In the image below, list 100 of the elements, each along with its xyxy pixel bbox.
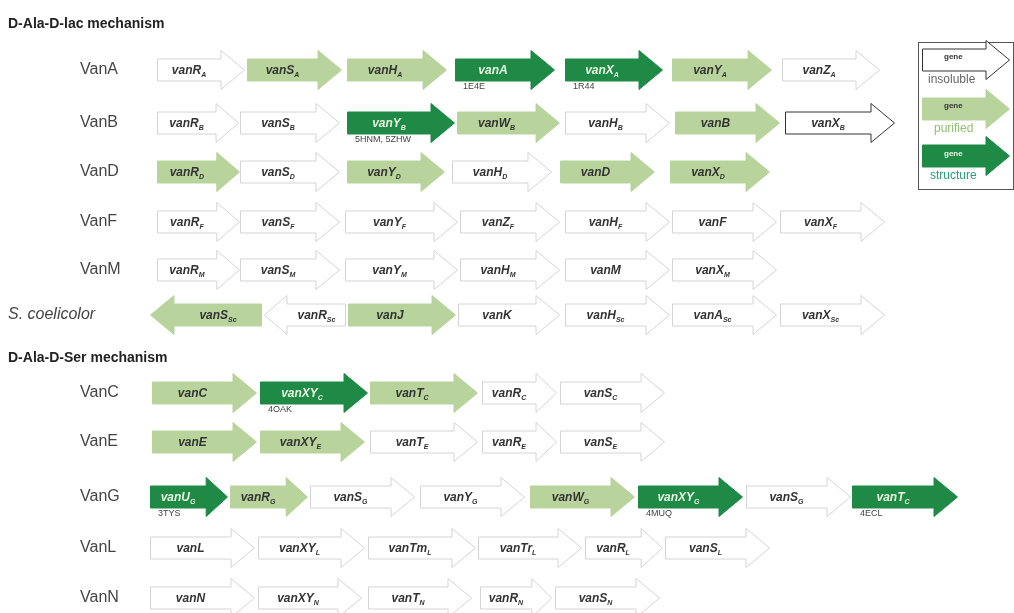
- gene-name: vanH$_{D}$: [471, 164, 509, 181]
- gene-name: vanR$_{C}$: [490, 385, 528, 402]
- gene-name: vanX$_{F}$: [803, 214, 838, 231]
- gene-name: vanY$_{G}$: [442, 489, 479, 506]
- gene-name: vanH$_{Sc}$: [585, 307, 626, 324]
- gene-name: vanB: [699, 115, 732, 132]
- gene-block: [780, 202, 885, 242]
- gene-block: [665, 528, 770, 568]
- gene-block: [480, 578, 552, 613]
- section-heading: D-Ala-D-Ser mechanism: [8, 349, 168, 365]
- gene-name: vanJ: [375, 307, 405, 324]
- gene-block: [852, 477, 958, 517]
- gene-name: vanXY$_{N}$: [276, 590, 320, 607]
- gene-block: [458, 295, 560, 335]
- gene-block: [368, 528, 476, 568]
- gene-name: vanS$_{E}$: [582, 434, 619, 451]
- gene-block: [565, 250, 670, 290]
- gene-name: vanR$_{N}$: [487, 590, 525, 607]
- row-label: VanG: [80, 487, 120, 505]
- row-label: VanA: [80, 60, 118, 78]
- row-label: VanN: [80, 588, 119, 606]
- gene-name: vanX$_{A}$: [584, 62, 620, 79]
- gene-block: [482, 373, 557, 413]
- gene-name: vanR$_{Sc}$: [296, 307, 337, 324]
- pdb-code: 1E4E: [463, 81, 486, 91]
- gene-block: [370, 422, 478, 462]
- gene-name: vanS$_{A}$: [264, 62, 301, 79]
- gene-name: vanXY$_{G}$: [656, 489, 701, 506]
- row-label: VanD: [80, 162, 119, 180]
- gene-name: vanXY$_{E}$: [278, 434, 323, 451]
- gene-block: [780, 295, 885, 335]
- gene-block: [258, 528, 365, 568]
- gene-block: [672, 50, 772, 90]
- gene-name: vanT$_{C}$: [875, 489, 911, 506]
- gene-name: vanR$_{L}$: [595, 540, 631, 557]
- gene-block: [345, 202, 458, 242]
- pdb-code: 1R44: [573, 81, 595, 91]
- gene-name: vanW$_{B}$: [476, 115, 517, 132]
- gene-name: vanS$_{C}$: [582, 385, 619, 402]
- gene-block: [482, 422, 557, 462]
- gene-block: [150, 528, 255, 568]
- swatch-text: gene: [944, 149, 963, 158]
- gene-name: vanE: [177, 434, 208, 451]
- gene-block: [157, 103, 239, 143]
- gene-name: vanTr$_{L}$: [498, 540, 538, 557]
- gene-block: [258, 578, 362, 613]
- gene-name: vanU$_{G}$: [159, 489, 197, 506]
- gene-block: [368, 578, 472, 613]
- gene-block: [345, 250, 458, 290]
- pdb-code: 4ECL: [860, 508, 883, 518]
- gene-name: vanT$_{C}$: [394, 385, 430, 402]
- gene-name: vanY$_{M}$: [371, 262, 408, 279]
- pdb-code: 4MUQ: [646, 508, 672, 518]
- gene-name: vanD: [579, 164, 612, 181]
- gene-name: vanN: [174, 590, 207, 607]
- gene-name: vanA$_{Sc}$: [692, 307, 733, 324]
- gene-block: [585, 528, 663, 568]
- gene-name: vanXY$_{C}$: [280, 385, 324, 402]
- gene-block: [672, 202, 777, 242]
- gene-block: [240, 250, 340, 290]
- swatch-text: gene: [944, 101, 963, 110]
- gene-block: [672, 295, 777, 335]
- gene-name: vanY$_{F}$: [372, 214, 407, 231]
- gene-block: [670, 152, 770, 192]
- gene-block: [230, 477, 308, 517]
- gene-block: [455, 50, 555, 90]
- gene-block: [150, 477, 228, 517]
- gene-block: [460, 202, 560, 242]
- swatch-text: gene: [944, 52, 963, 61]
- gene-name: vanF: [697, 214, 728, 231]
- gene-block: [560, 152, 655, 192]
- gene-name: vanR$_{D}$: [168, 164, 206, 181]
- gene-name: vanY$_{A}$: [692, 62, 728, 79]
- gene-block: [348, 295, 456, 335]
- gene-name: vanW$_{G}$: [550, 489, 591, 506]
- section-heading: D-Ala-D-lac mechanism: [8, 15, 165, 31]
- gene-name: vanS$_{Sc}$: [198, 307, 238, 324]
- gene-block: [150, 578, 255, 613]
- gene-name: vanM: [589, 262, 622, 279]
- row-label: VanB: [80, 113, 118, 131]
- gene-name: vanL: [175, 540, 206, 557]
- gene-block: [565, 202, 670, 242]
- gene-name: vanX$_{Sc}$: [800, 307, 841, 324]
- gene-block: [157, 250, 240, 290]
- gene-name: vanS$_{B}$: [260, 115, 296, 132]
- gene-name: vanZ$_{A}$: [801, 62, 837, 79]
- gene-block: [460, 250, 560, 290]
- gene-block: [157, 50, 245, 90]
- gene-name: vanH$_{A}$: [366, 62, 404, 79]
- gene-block: [157, 202, 240, 242]
- gene-name: vanR$_{G}$: [239, 489, 277, 506]
- gene-block: [347, 50, 447, 90]
- gene-block: [260, 373, 368, 413]
- gene-block: [247, 50, 342, 90]
- gene-name: vanH$_{M}$: [479, 262, 517, 279]
- gene-block: [260, 422, 365, 462]
- gene-name: vanR$_{B}$: [168, 115, 205, 132]
- row-label: VanC: [80, 383, 119, 401]
- row-label: S. coelicolor: [8, 305, 96, 323]
- legend-label: structure: [930, 168, 977, 182]
